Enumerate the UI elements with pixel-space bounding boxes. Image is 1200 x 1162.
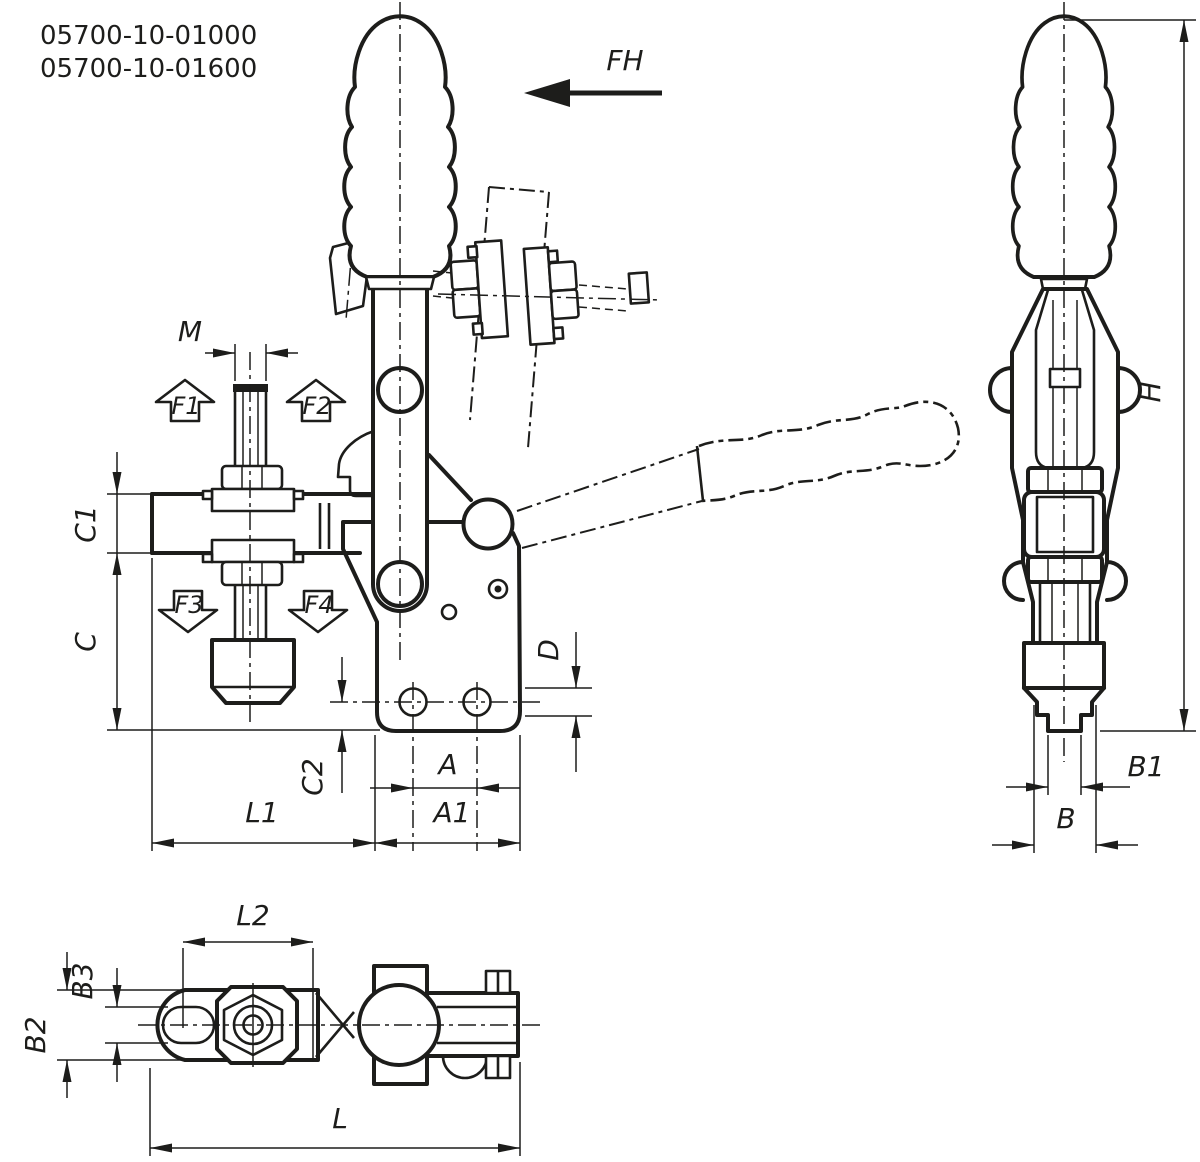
dim-label-c1: C1 xyxy=(69,505,102,542)
boss-bulge xyxy=(1116,366,1142,414)
bottom-view xyxy=(138,964,545,1086)
force-label-f4: F4 xyxy=(304,591,333,619)
arm-slot xyxy=(161,1005,216,1045)
boss-bulge xyxy=(1105,560,1128,602)
dim-label-h: H xyxy=(1134,381,1167,402)
hex-nut-side xyxy=(1026,466,1104,494)
dim-label-a1: A1 xyxy=(432,796,471,829)
dim-label-l2: L2 xyxy=(236,899,269,932)
rivet xyxy=(487,578,509,600)
cross-pin xyxy=(1048,367,1082,389)
dim-label-b3: B3 xyxy=(66,962,99,999)
side-view xyxy=(988,2,1142,762)
part-number-1: 05700-10-01000 xyxy=(40,21,257,51)
handle-pivot-boss xyxy=(461,497,515,551)
force-arrow-f3 xyxy=(157,589,219,634)
dim-label-m: M xyxy=(178,315,202,348)
boss-bulge xyxy=(988,366,1014,414)
force-arrow-f4 xyxy=(287,589,349,634)
dimension-graphics xyxy=(57,19,1196,1156)
force-arrow-f1 xyxy=(154,378,216,423)
lower-hex-nut xyxy=(220,560,284,587)
force-direction-label: FH xyxy=(606,44,643,77)
fh-force-arrow xyxy=(524,79,570,107)
dim-label-d: D xyxy=(532,639,565,661)
force-arrow-f2 xyxy=(285,378,347,423)
front-view xyxy=(150,2,961,733)
dim-label-b1: B1 xyxy=(1127,750,1164,783)
clamping-spindle xyxy=(201,352,305,726)
boss-bulge xyxy=(1002,560,1025,602)
part-number-2: 05700-10-01600 xyxy=(40,54,257,84)
clamp-body-plate xyxy=(341,520,522,733)
phantom-open-arm xyxy=(432,186,661,449)
rivet xyxy=(440,603,458,621)
dim-label-l1: L1 xyxy=(245,796,278,829)
upper-retainer-plate xyxy=(210,487,296,513)
rubber-foot xyxy=(210,638,296,705)
dim-label-b2: B2 xyxy=(19,1016,52,1053)
dim-label-a: A xyxy=(436,748,457,781)
force-label-f1: F1 xyxy=(171,392,200,420)
lever-edge xyxy=(427,453,473,502)
dim-label-c2: C2 xyxy=(296,758,329,795)
force-label-f2: F2 xyxy=(302,392,331,420)
hex-nut-side xyxy=(1026,555,1104,584)
dim-label-c: C xyxy=(69,632,102,652)
lower-retainer-plate xyxy=(210,538,296,564)
dim-label-b: B xyxy=(1056,802,1075,835)
arm-transition-x xyxy=(315,992,355,1058)
phantom-open-handle xyxy=(516,400,961,549)
collar-arc-bottom xyxy=(441,1055,489,1080)
text-labels: 05700-10-01000 05700-10-01600 FH M F1 F2… xyxy=(19,21,1167,1135)
upper-hex-nut xyxy=(220,464,284,491)
body-hook xyxy=(336,429,375,498)
dim-label-l: L xyxy=(332,1102,348,1135)
force-label-f3: F3 xyxy=(174,591,203,619)
